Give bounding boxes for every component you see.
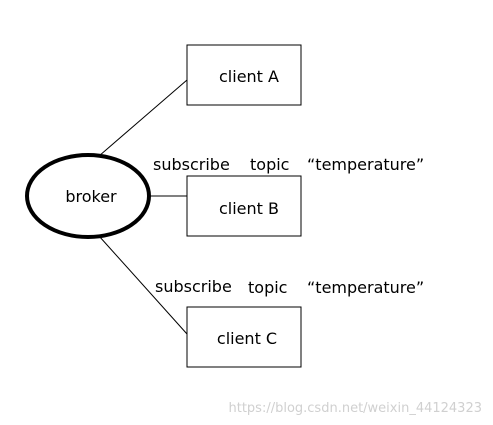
client-c-node: client C	[186, 306, 302, 368]
topic-value: “temperature”	[307, 155, 424, 174]
edge-broker-client-a	[98, 79, 188, 157]
broker-label: broker	[65, 187, 117, 206]
broker-node: broker	[25, 153, 151, 239]
client-a-label: client A	[219, 67, 279, 86]
client-c-box	[186, 306, 302, 368]
topic-value: “temperature”	[307, 278, 424, 297]
topic-label: topic	[248, 278, 287, 297]
client-a-node: client A	[186, 44, 302, 106]
subscribe-label: subscribe	[155, 277, 232, 296]
subscribe-label: subscribe	[153, 155, 230, 174]
topic-label: topic	[250, 155, 289, 174]
client-b-node: client B	[186, 175, 302, 237]
edge-label-client-b: subscribe topic “temperature”	[153, 155, 424, 174]
client-a-box	[186, 44, 302, 106]
watermark-text: https://blog.csdn.net/weixin_44124323	[228, 401, 482, 416]
client-b-box	[186, 175, 302, 237]
broker-ellipse	[25, 153, 151, 239]
edge-broker-client-c	[98, 235, 188, 335]
client-c-label: client C	[217, 329, 277, 348]
client-b-label: client B	[219, 199, 279, 218]
edge-label-client-c: subscribe topic “temperature”	[155, 277, 424, 297]
